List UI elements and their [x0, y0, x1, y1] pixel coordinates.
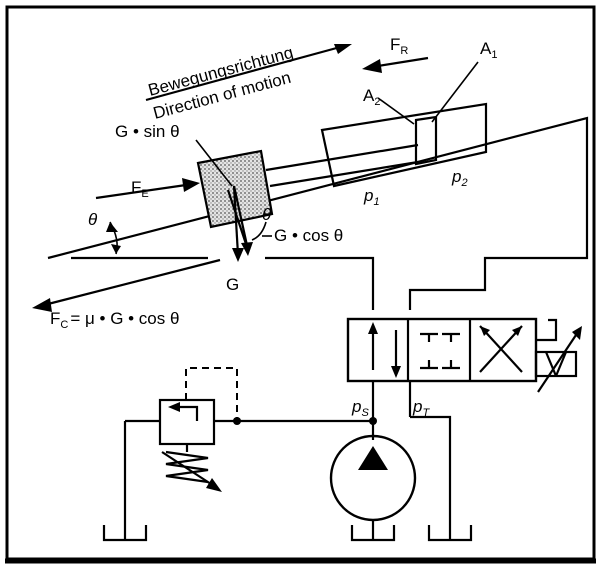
piston-rod-bottom [269, 160, 419, 188]
a2-leader [377, 97, 415, 125]
fe-arrow-head [182, 178, 200, 192]
g-sin-vector [226, 189, 250, 251]
a1-leader [431, 61, 479, 123]
direction-arrowhead [334, 44, 352, 54]
theta-left-label: θ [88, 210, 98, 229]
tank-3 [427, 525, 473, 542]
p1-label: p1 [363, 186, 380, 208]
incline-surface [47, 116, 589, 310]
valve-pilot [536, 318, 558, 342]
theta-arrow-bottom [111, 244, 121, 254]
fc-arrow-head [32, 298, 52, 312]
ps-label: pS [351, 397, 369, 419]
gcos-label: G • cos θ [274, 226, 343, 245]
theta2-arc [251, 221, 267, 241]
fr-arrow-head [362, 59, 382, 73]
relief-adjust [161, 451, 215, 487]
p2-label: p2 [451, 167, 468, 189]
theta-arrow-top [106, 222, 118, 232]
line-tank-right [410, 415, 452, 540]
a1-label: A1 [480, 39, 497, 61]
fr-label: FR [390, 35, 408, 57]
g-sin-leader [195, 139, 233, 187]
cylinder-barrel [320, 102, 488, 188]
tank-2 [350, 525, 396, 542]
a2-label: A2 [363, 86, 380, 108]
pump-triangle [358, 446, 388, 470]
junction-right [369, 417, 377, 425]
relief-pilot [185, 367, 238, 421]
g-vertical [232, 185, 240, 256]
g-cos-vector [232, 185, 250, 251]
tank-1 [102, 525, 148, 542]
incline-base-left [265, 256, 375, 310]
piston [414, 115, 438, 166]
fr-arrow-shaft [377, 56, 429, 68]
relief-spring [165, 450, 209, 484]
gsin-label: G • sin θ [115, 122, 180, 141]
piston-rod-top [265, 143, 419, 172]
g-label: G [226, 275, 239, 294]
g-arrowhead [232, 248, 244, 262]
fe-arrow-shaft [95, 183, 187, 200]
diagram-frame [5, 5, 596, 561]
direction-line [145, 44, 345, 102]
theta-block-label: θ [262, 205, 272, 224]
fe-label: FE [131, 178, 149, 200]
pt-label: pT [412, 397, 430, 419]
solenoid-adjust [537, 331, 579, 393]
fc-arrow-shaft [47, 258, 221, 306]
valve-body [346, 317, 538, 383]
fc-label: FC= μ • G • cos θ [50, 309, 179, 331]
